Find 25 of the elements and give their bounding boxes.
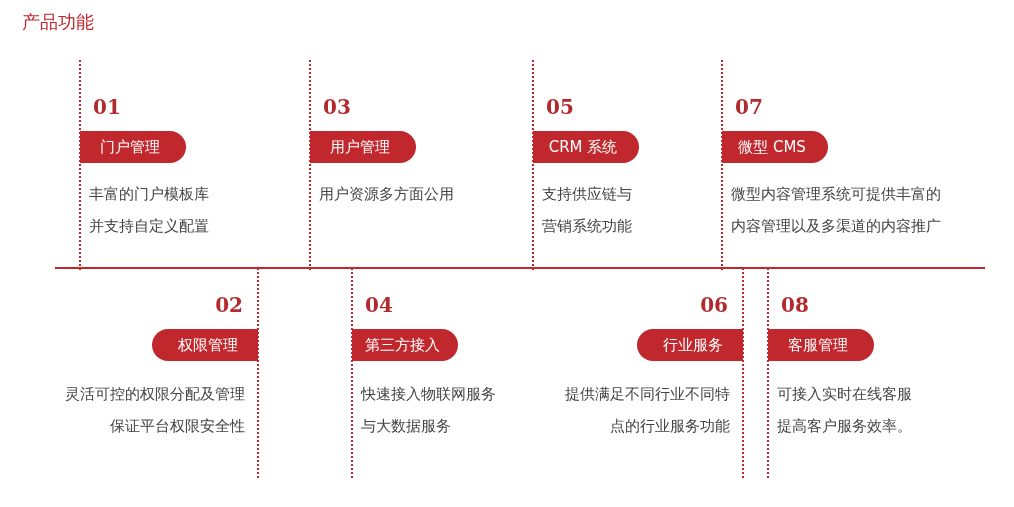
feature-tab: 行业服务 — [637, 329, 743, 361]
step-number: 06 — [700, 292, 728, 318]
feature-description: 微型内容管理系统可提供丰富的内容管理以及多渠道的内容推广 — [731, 184, 942, 237]
feature-description: 灵活可控的权限分配及管理保证平台权限安全性 — [64, 384, 245, 437]
step-number: 07 — [735, 94, 763, 120]
feature-tab: 权限管理 — [152, 329, 258, 361]
step-number: 03 — [323, 94, 351, 120]
step-number: 04 — [365, 292, 393, 318]
feature-tab: 微型 CMS — [722, 131, 828, 163]
step-number: 05 — [546, 94, 574, 120]
feature-tab: CRM 系统 — [533, 131, 639, 163]
page-title: 产品功能 — [22, 10, 94, 34]
feature-description: 提供满足不同行业不同特点的行业服务功能 — [564, 384, 730, 437]
step-number: 01 — [93, 94, 121, 120]
feature-description: 支持供应链与营销系统功能 — [542, 184, 633, 237]
feature-description: 可接入实时在线客服提高客户服务效率。 — [777, 384, 913, 437]
feature-description: 丰富的门户模板库并支持自定义配置 — [89, 184, 210, 237]
step-number: 02 — [215, 292, 243, 318]
feature-tab: 第三方接入 — [352, 329, 458, 361]
feature-description: 快速接入物联网服务与大数据服务 — [361, 384, 497, 437]
step-number: 08 — [781, 292, 809, 318]
feature-description: 用户资源多方面公用 — [319, 184, 455, 205]
feature-tab: 门户管理 — [80, 131, 186, 163]
feature-tab: 客服管理 — [768, 329, 874, 361]
feature-tab: 用户管理 — [310, 131, 416, 163]
